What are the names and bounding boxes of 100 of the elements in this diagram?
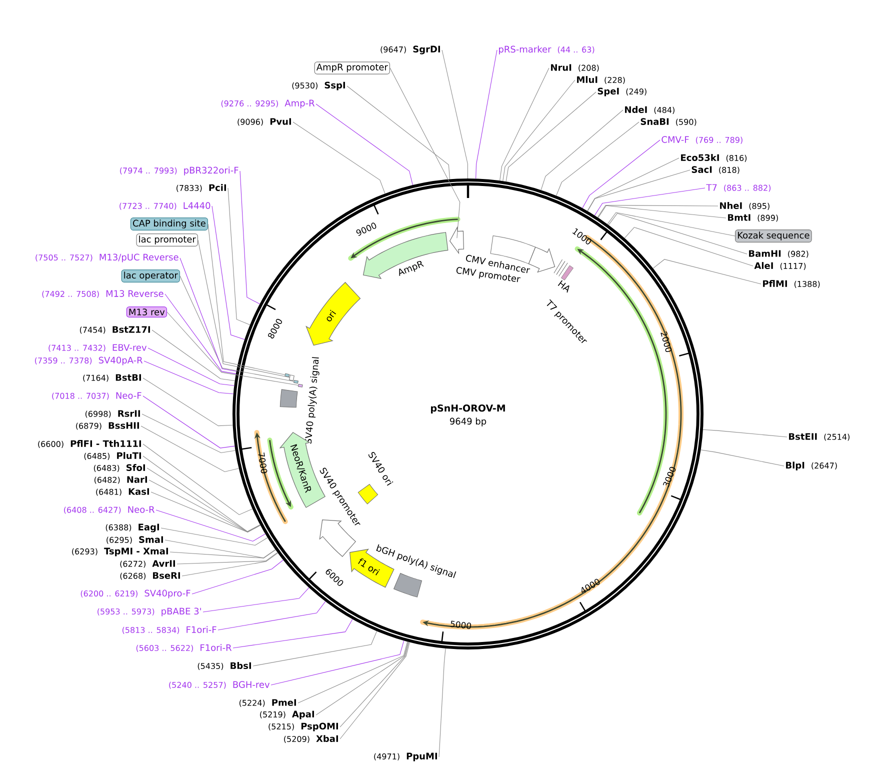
enzyme-site-label: Eco53kI (816) — [681, 154, 747, 162]
leader-line — [608, 213, 748, 254]
enzyme-site-label: (5209) XbaI — [284, 735, 338, 743]
enzyme-site-label: (6483) SfoI — [94, 464, 145, 472]
leader-line — [232, 618, 353, 648]
primer-site-label: (6200 .. 6219) SV40pro-F — [80, 590, 190, 598]
leader-line — [252, 630, 378, 666]
enzyme-site-label: NruI (208) — [551, 64, 599, 72]
primer-site-label: (9276 .. 9295) Amp-R — [221, 100, 315, 108]
enzyme-site-label: (5435) BbsI — [198, 662, 251, 670]
leader-line — [176, 552, 278, 564]
leader-line — [148, 480, 261, 532]
feature-label: CAP binding site — [130, 218, 208, 230]
primer-site-label: (5953 .. 5973) pBABE 3' — [98, 608, 201, 616]
primer-site-label: pRS-marker (44 .. 63) — [499, 46, 594, 54]
primer-site-label: (7359 .. 7378) SV40pA-R — [35, 356, 143, 366]
primer-site-label: (6408 .. 6427) Neo-R — [64, 506, 155, 514]
leader-line — [556, 122, 640, 196]
tick-label: 8000 — [268, 318, 282, 338]
leader-line — [240, 170, 260, 304]
enzyme-site-label: BmtI (899) — [728, 214, 778, 222]
enzyme-site-label: SnaBI (590) — [640, 118, 696, 126]
leader-line — [160, 528, 268, 546]
primer-site-label: (7492 .. 7508) M13 Reverse — [42, 290, 164, 298]
enzyme-site-label: NdeI (484) — [625, 106, 674, 114]
plasmid-size: 9649 bp — [450, 418, 486, 426]
enzyme-site-label: (6485) PluTI — [84, 452, 141, 460]
enzyme-site-label: (9530) SspI — [292, 82, 345, 90]
leader-line — [144, 360, 234, 394]
leader-line — [270, 640, 404, 686]
leader-line — [142, 378, 234, 426]
feature-label: AmpR promoter — [314, 62, 390, 74]
leader-line — [180, 276, 294, 382]
leader-line — [500, 68, 550, 181]
enzyme-site-label: (6481) KasI — [96, 488, 149, 496]
enzyme-site-label: (6879) BssHII — [76, 422, 139, 430]
leader-line — [140, 426, 240, 472]
tick-label: 5000 — [450, 620, 472, 630]
primer-site-label: (7505 .. 7527) M13/pUC Reverse — [36, 254, 178, 262]
tick-label: 7000 — [258, 452, 268, 474]
leader-line — [166, 312, 298, 386]
leader-line — [142, 456, 260, 532]
leader-line — [180, 258, 237, 372]
leader-line — [292, 122, 386, 194]
feature-mark — [288, 374, 294, 381]
feature-label: Kozak sequence — [735, 230, 812, 242]
leader-line — [316, 642, 408, 716]
leader-line — [390, 68, 460, 238]
leader-line — [316, 104, 413, 186]
leader-line — [212, 206, 245, 340]
leader-line — [442, 50, 468, 179]
leader-line — [476, 50, 498, 179]
primer-site-label: (7018 .. 7037) Neo-F — [52, 392, 142, 400]
tick-label: 2000 — [660, 331, 672, 352]
primer-site-label: (5813 .. 5834) F1ori-F — [122, 626, 216, 634]
feature-label: lac operator — [121, 270, 180, 282]
plasmid-name: pSnH-OROV-M — [431, 404, 505, 414]
primer-site-label: CMV-F (769 .. 789) — [662, 136, 742, 144]
leader-line — [146, 468, 261, 532]
enzyme-site-label: (6482) NarI — [94, 476, 147, 484]
leader-line — [607, 212, 736, 236]
enzyme-site-label: (6388) EagI — [106, 524, 159, 532]
enzyme-site-label: NheI (895) — [720, 202, 770, 210]
leader-line — [228, 188, 250, 326]
leader-line — [218, 601, 326, 630]
leader-line — [208, 224, 286, 376]
leader-line — [582, 140, 660, 208]
enzyme-site-label: (7454) BstZ17I — [80, 326, 150, 334]
leader-line — [156, 510, 266, 542]
enzyme-site-label: BlpI (2647) — [786, 462, 837, 470]
enzyme-site-label: BamHI (982) — [749, 250, 808, 258]
enzyme-site-label: (5224) PmeI — [239, 699, 296, 707]
leader-line — [198, 240, 290, 378]
enzyme-site-label: (7833) PciI — [176, 184, 226, 192]
leader-line — [594, 188, 706, 216]
leader-line — [202, 587, 310, 612]
primer-site-label: (5240 .. 5257) BGH-rev — [169, 681, 270, 689]
enzyme-site-label: (5215) PspOMI — [268, 722, 338, 732]
enzyme-site-label: (9647) SgrDI — [380, 46, 440, 54]
leader-line — [652, 259, 762, 284]
leader-line — [164, 540, 276, 558]
plasmid-ring — [232, 178, 704, 650]
leader-line — [150, 492, 261, 532]
primer-site-label: (5603 .. 5622) F1ori-R — [136, 644, 232, 652]
enzyme-site-label: (6600) PflFI - Tth111I — [38, 440, 141, 448]
feature-label: lac promoter — [136, 234, 198, 246]
feature-mark — [294, 380, 298, 384]
leader-line — [346, 86, 450, 180]
primer-site-label: T7 (863 .. 882) — [706, 184, 771, 192]
enzyme-site-label: (6293) TspMI - XmaI — [72, 548, 168, 556]
enzyme-site-label: BstEII (2514) — [789, 433, 850, 441]
feature-mark — [298, 384, 303, 388]
primer-site-label: (7413 .. 7432) EBV-rev — [48, 344, 147, 352]
primer-site-label: (7723 .. 7740) L4440 — [120, 202, 210, 210]
enzyme-site-label: MluI (228) — [577, 76, 625, 84]
enzyme-site-label: (9096) PvuI — [238, 118, 291, 126]
leader-line — [298, 641, 408, 704]
enzyme-site-label: (5219) ApaI — [260, 710, 314, 720]
leader-line — [587, 170, 690, 212]
enzyme-site-label: (6998) RsrII — [85, 410, 140, 418]
